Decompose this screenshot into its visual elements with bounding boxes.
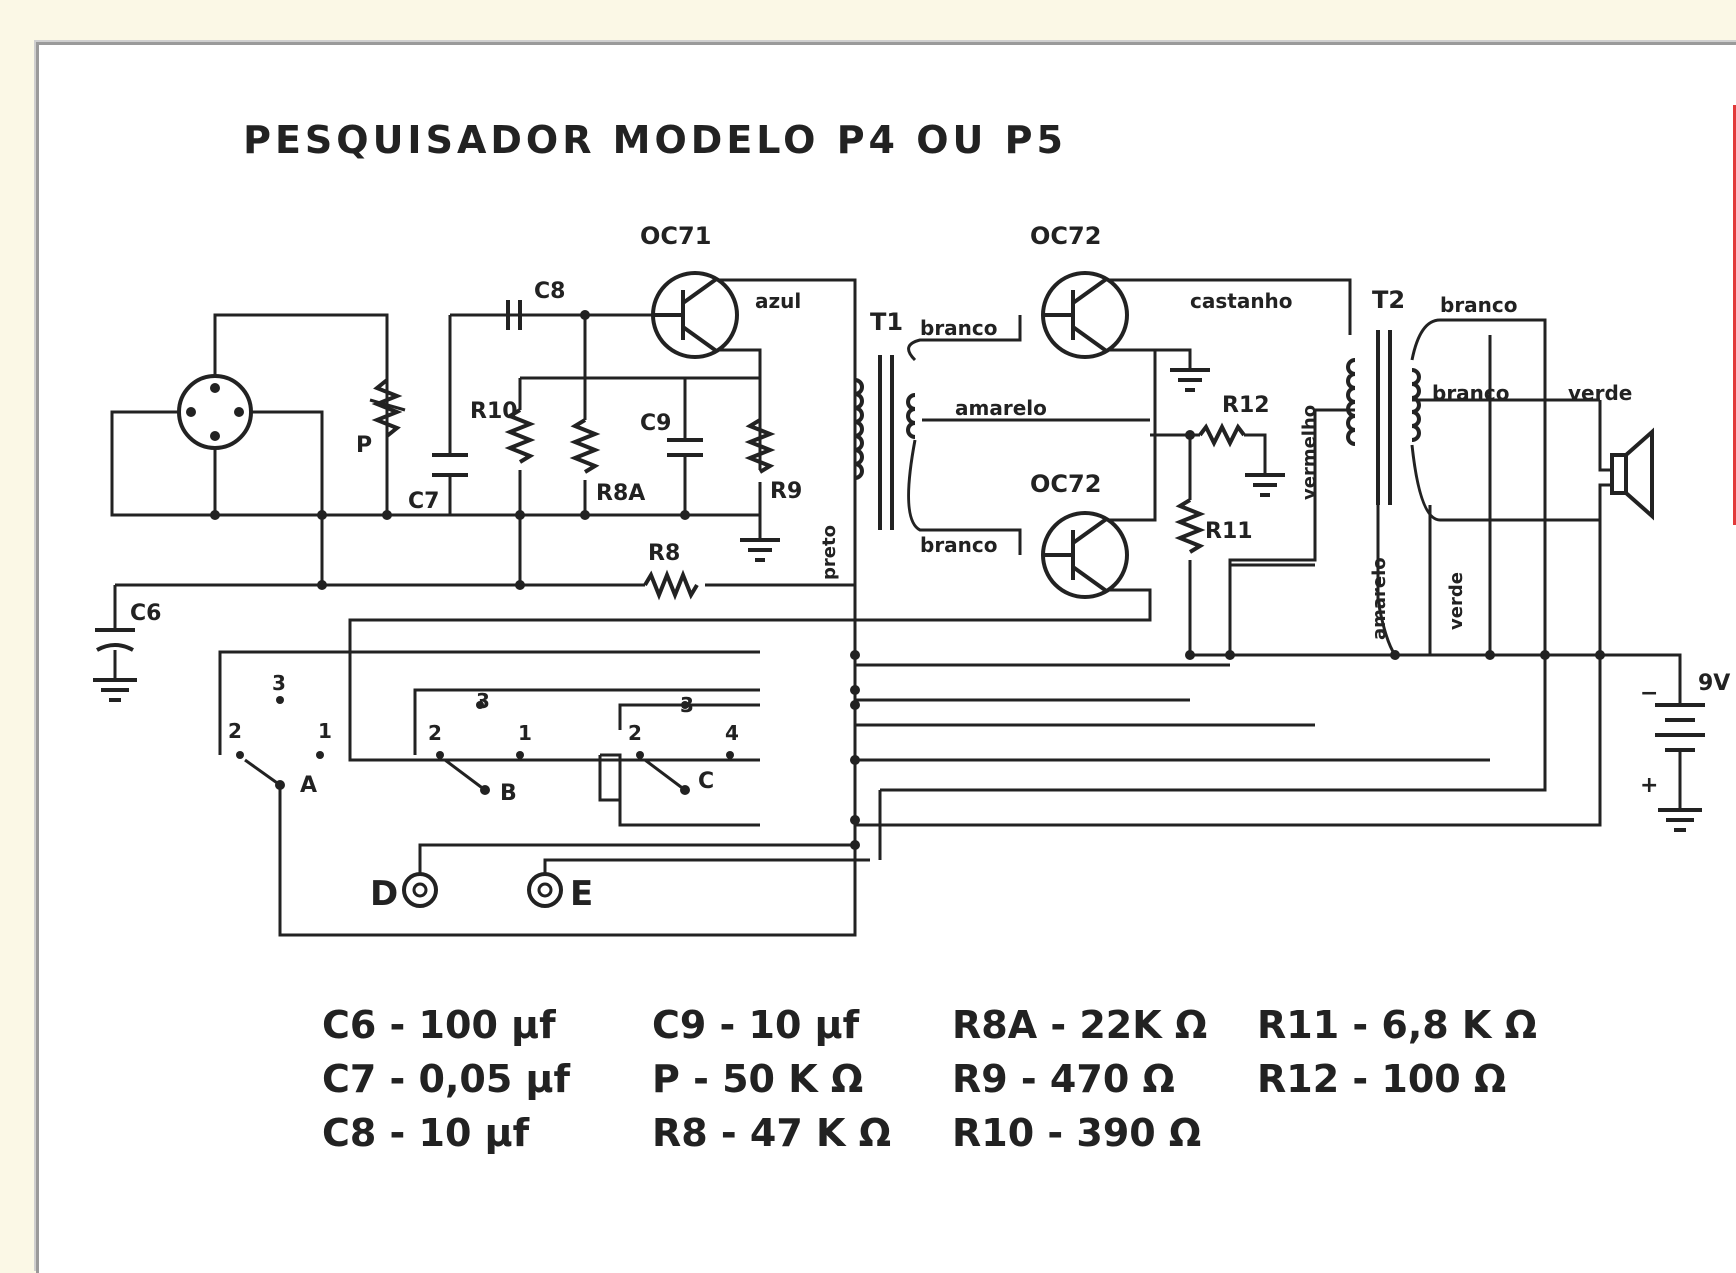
part-r9: R9 - 470 Ω: [952, 1057, 1175, 1101]
capacitor-c9: C9: [640, 378, 703, 520]
transistor-oc71: OC71 azul: [640, 222, 857, 470]
schematic-sheet: [36, 42, 1736, 1273]
label-c6: C6: [130, 601, 161, 626]
transformer-t2: T2 branco branco verde vermelho amarelo …: [1228, 286, 1632, 656]
svg-text:+: +: [1640, 773, 1658, 798]
wire-branco-3: branco: [1440, 293, 1518, 317]
switch-b: 2 3 1 B: [413, 688, 760, 806]
wire-verde-2: verde: [1446, 572, 1467, 630]
part-c8: C8 - 10 µf: [322, 1111, 530, 1155]
wire-amarelo-2: amarelo: [1369, 557, 1390, 640]
resistor-r9: R9: [740, 418, 802, 562]
capacitor-c6: C6: [93, 585, 161, 702]
label-switch-c: C: [698, 769, 714, 794]
label-r11: R11: [1205, 519, 1253, 544]
part-c7: C7 - 0,05 µf: [322, 1057, 571, 1101]
label-oc71: OC71: [640, 222, 711, 250]
jack-d: D: [370, 843, 855, 914]
wire-azul: azul: [755, 289, 801, 313]
label-r9: R9: [770, 479, 802, 504]
label-r8: R8: [648, 541, 680, 566]
label-p: P: [356, 433, 372, 458]
part-r11: R11 - 6,8 K Ω: [1257, 1003, 1537, 1047]
svg-text:2: 2: [628, 721, 642, 745]
label-c7: C7: [408, 489, 439, 514]
wire-preto: preto: [819, 525, 840, 580]
label-c8: C8: [534, 279, 565, 304]
wire-branco-2: branco: [920, 533, 998, 557]
part-r12: R12 - 100 Ω: [1257, 1057, 1507, 1101]
svg-text:4: 4: [725, 721, 739, 745]
speaker-icon: [1598, 400, 1654, 521]
label-switch-b: B: [500, 781, 517, 806]
label-t2: T2: [1372, 286, 1405, 314]
label-c9: C9: [640, 411, 671, 436]
label-9v: 9V: [1698, 671, 1730, 696]
label-r12: R12: [1222, 393, 1270, 418]
part-empty: [1257, 1108, 1557, 1160]
svg-text:−: −: [1640, 681, 1658, 706]
switch-c: 2 3 4 C: [598, 693, 760, 827]
label-r10: R10: [470, 399, 518, 424]
svg-text:3: 3: [476, 689, 490, 713]
part-c6: C6 - 100 µf: [322, 1003, 556, 1047]
probe-connector: [110, 313, 520, 520]
wire-branco-1: branco: [920, 316, 998, 340]
label-r8a: R8A: [596, 481, 645, 506]
label-e: E: [570, 874, 593, 914]
resistor-r8: R8: [115, 515, 855, 601]
svg-text:2: 2: [428, 721, 442, 745]
part-p: P - 50 K Ω: [652, 1057, 864, 1101]
output-wiring: [1185, 335, 1630, 660]
label-switch-a: A: [300, 773, 317, 798]
resistor-r8a: R8A: [520, 315, 760, 520]
resistor-r11: R11: [1174, 435, 1253, 655]
wire-amarelo: amarelo: [955, 396, 1047, 420]
label-d: D: [370, 874, 398, 914]
diagram-title: PESQUISADOR MODELO P4 OU P5: [243, 118, 1067, 162]
bus-wiring: [850, 563, 1602, 935]
transistor-oc72-bottom: OC72: [348, 350, 1157, 762]
part-c9: C9 - 10 µf: [652, 1003, 860, 1047]
svg-text:1: 1: [318, 719, 332, 743]
parts-list: C6 - 100 µf C9 - 10 µf R8A - 22K Ω R11 -…: [322, 1000, 1582, 1160]
part-r8a: R8A - 22K Ω: [952, 1003, 1208, 1047]
wire-vermelho: vermelho: [1299, 405, 1320, 500]
label-t1: T1: [870, 308, 903, 336]
resistor-r12: R12: [1150, 393, 1285, 497]
svg-text:1: 1: [518, 721, 532, 745]
wire-branco-4: branco: [1432, 381, 1510, 405]
svg-text:3: 3: [272, 671, 286, 695]
label-oc72-bottom: OC72: [1030, 470, 1101, 498]
wire-castanho: castanho: [1190, 289, 1293, 313]
part-r8: R8 - 47 K Ω: [652, 1111, 892, 1155]
svg-text:2: 2: [228, 719, 242, 743]
jack-e: E: [527, 858, 870, 914]
battery-9v: − + 9V: [1630, 653, 1730, 832]
capacitor-c8: C8: [506, 279, 655, 330]
transistor-oc72-top: OC72 castanho: [1030, 222, 1352, 392]
resistor-r10: R10: [470, 376, 760, 520]
edge-marker: [1733, 105, 1736, 525]
transformer-t1: T1 preto branco branco amarelo: [819, 280, 1150, 590]
potentiometer-p: P: [356, 315, 406, 515]
part-r10: R10 - 390 Ω: [952, 1111, 1202, 1155]
label-oc72-top: OC72: [1030, 222, 1101, 250]
